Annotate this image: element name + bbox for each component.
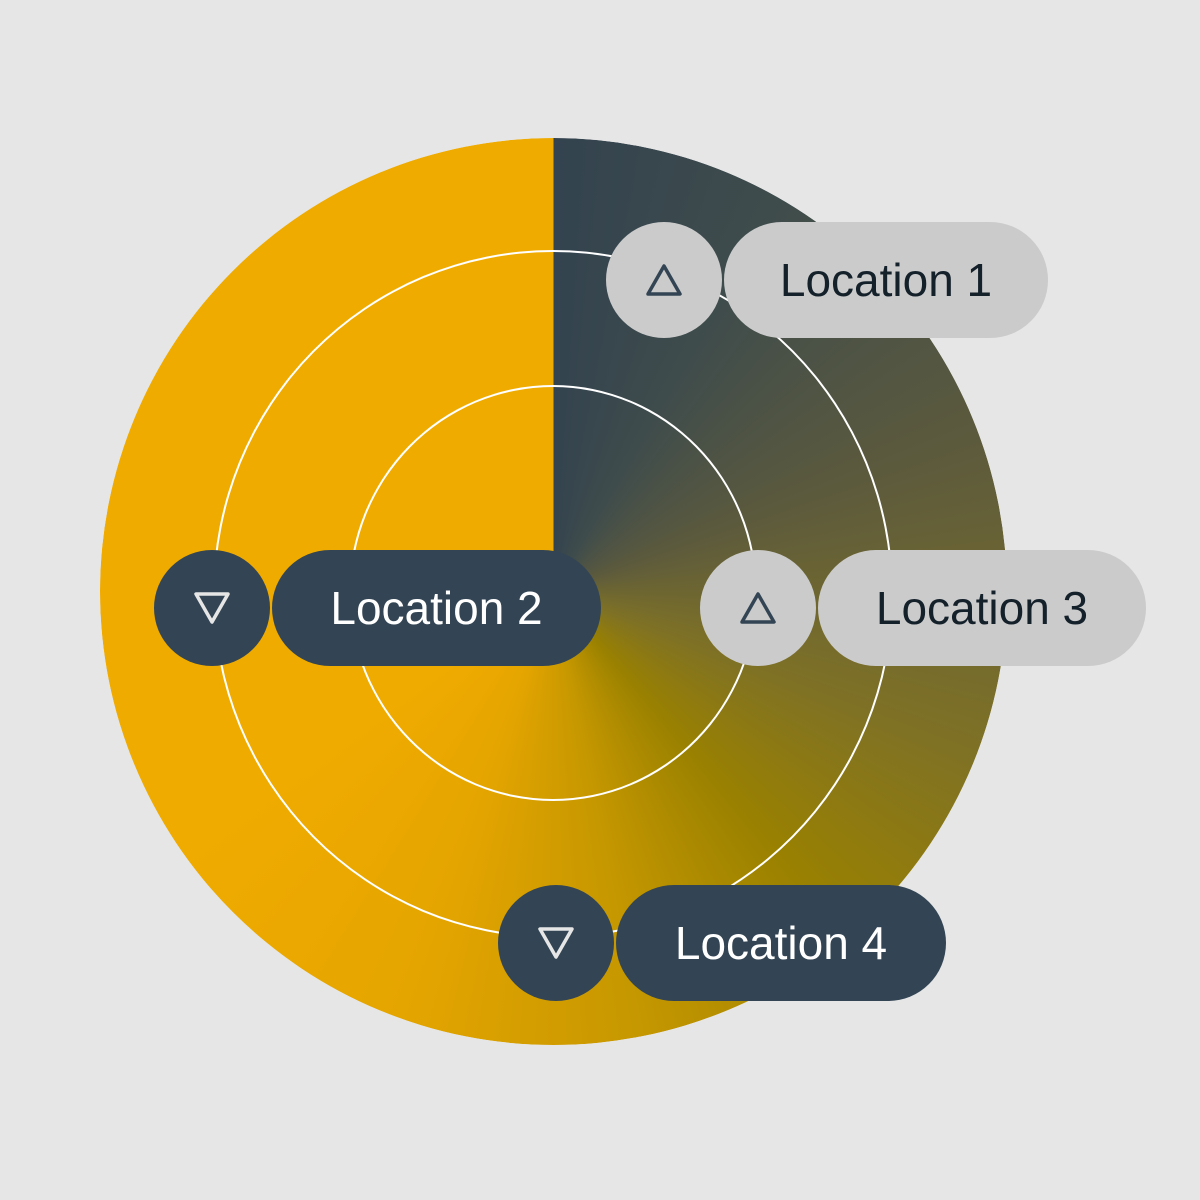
location-marker-4[interactable]: Location 4 — [498, 885, 946, 1001]
location-label-2[interactable]: Location 2 — [272, 550, 601, 666]
triangle-down-icon — [154, 550, 270, 666]
location-marker-1[interactable]: Location 1 — [606, 222, 1048, 338]
triangle-up-icon — [606, 222, 722, 338]
location-marker-2[interactable]: Location 2 — [154, 550, 601, 666]
location-marker-3[interactable]: Location 3 — [700, 550, 1146, 666]
location-label-4[interactable]: Location 4 — [616, 885, 946, 1001]
triangle-up-icon — [700, 550, 816, 666]
location-label-1[interactable]: Location 1 — [724, 222, 1048, 338]
triangle-down-icon — [498, 885, 614, 1001]
location-label-3[interactable]: Location 3 — [818, 550, 1146, 666]
